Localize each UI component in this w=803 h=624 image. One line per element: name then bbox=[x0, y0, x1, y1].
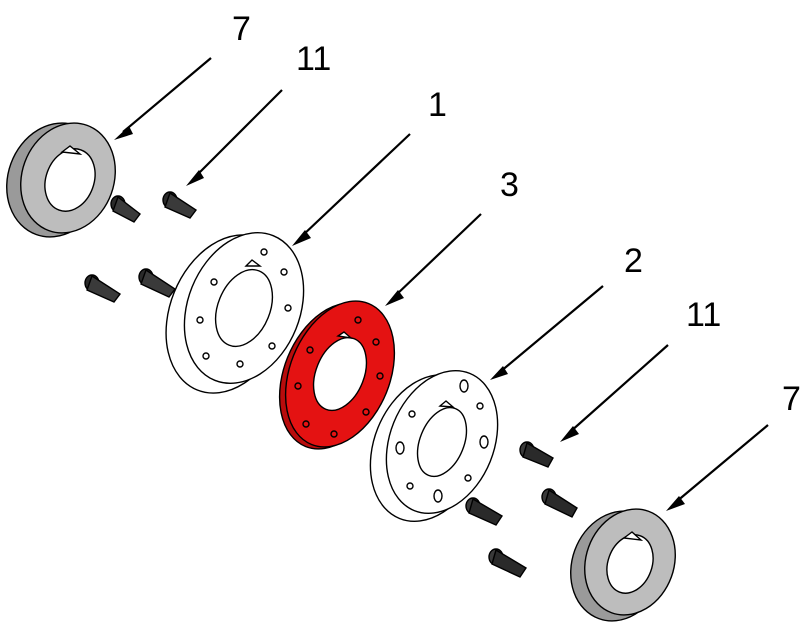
callout-label-part-3: 3 bbox=[500, 166, 519, 204]
callout-label-hub-upper: 7 bbox=[232, 10, 251, 48]
flex-element-part bbox=[165, 231, 305, 394]
screw bbox=[110, 195, 141, 223]
leader-lines bbox=[114, 57, 769, 511]
callout-label-hub-lower: 7 bbox=[782, 380, 801, 418]
screw-group-upper bbox=[84, 191, 198, 303]
hub-part-upper bbox=[6, 122, 116, 238]
callout-labels: 7 11 1 3 2 11 7 bbox=[232, 10, 801, 418]
screw bbox=[138, 268, 177, 298]
screw bbox=[162, 191, 198, 219]
bolt-holes bbox=[294, 316, 384, 438]
bolt-holes bbox=[395, 379, 489, 503]
hub-part-lower bbox=[570, 508, 676, 622]
callout-label-screws-upper: 11 bbox=[296, 40, 331, 78]
callout-label-part-2: 2 bbox=[624, 242, 643, 280]
screw bbox=[465, 497, 503, 526]
screw bbox=[488, 548, 527, 578]
bolt-holes bbox=[196, 248, 292, 368]
flex-element-part-2 bbox=[369, 369, 499, 523]
screw-group-lower bbox=[465, 441, 578, 578]
screw bbox=[541, 488, 578, 518]
spacer-plate-part bbox=[278, 300, 396, 450]
callout-label-screws-lower: 11 bbox=[686, 296, 721, 334]
screw bbox=[84, 274, 122, 303]
screw bbox=[519, 441, 554, 468]
callout-label-part-1: 1 bbox=[428, 86, 447, 124]
